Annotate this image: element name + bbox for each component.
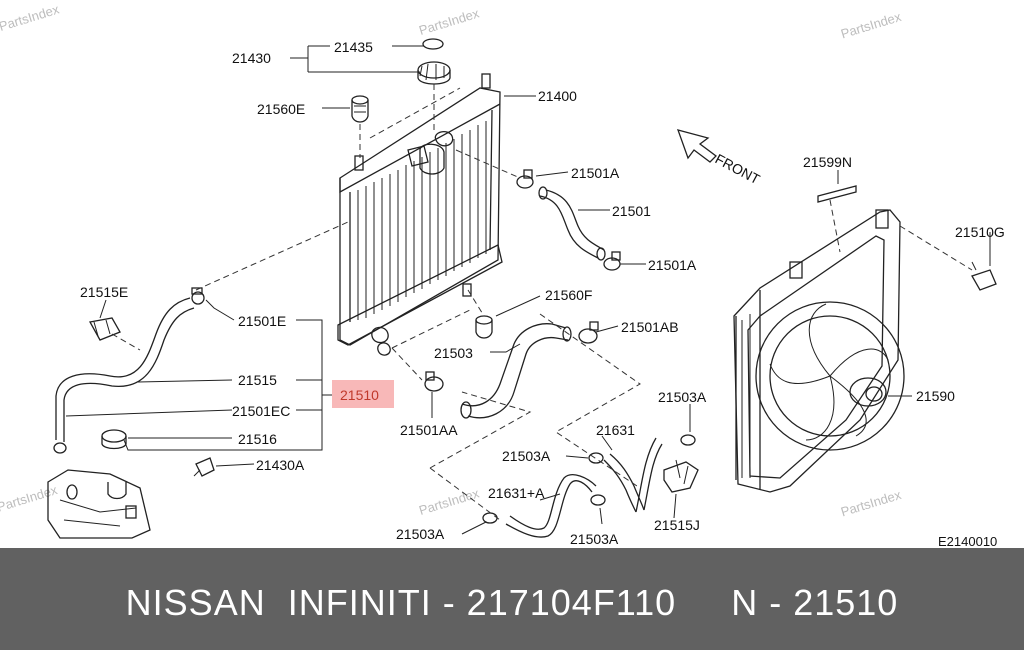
label-21430[interactable]: 21430 bbox=[232, 50, 271, 66]
front-arrow-icon bbox=[676, 129, 717, 163]
hose-clamp-lower-ab bbox=[578, 321, 599, 344]
watermark-top-right: PartsIndex bbox=[839, 9, 903, 42]
label-21599n[interactable]: 21599N bbox=[803, 154, 852, 170]
exploded-parts-diagram: PartsIndex PartsIndex PartsIndex PartsIn… bbox=[0, 1, 1005, 548]
label-21516[interactable]: 21516 bbox=[238, 431, 277, 447]
label-21501[interactable]: 21501 bbox=[612, 203, 651, 219]
label-21515[interactable]: 21515 bbox=[238, 372, 277, 388]
fan-bolt bbox=[971, 261, 997, 291]
label-21501ab[interactable]: 21501AB bbox=[621, 319, 679, 335]
label-21515e[interactable]: 21515E bbox=[80, 284, 128, 300]
label-21503a-right[interactable]: 21503A bbox=[658, 389, 707, 405]
ref-line-box bbox=[429, 313, 641, 521]
label-21501a-top[interactable]: 21501A bbox=[571, 165, 620, 181]
fan-shroud-assembly bbox=[733, 209, 905, 493]
drain-plug-upper bbox=[351, 95, 369, 123]
watermark-top-center: PartsIndex bbox=[417, 5, 481, 38]
reservoir-clamp-bottom bbox=[53, 442, 67, 454]
label-21503a-middle[interactable]: 21503A bbox=[502, 448, 551, 464]
footer-bar: NISSAN INFINITI - 217104F110 N - 21510 bbox=[0, 548, 1024, 650]
label-21435[interactable]: 21435 bbox=[334, 39, 373, 55]
reservoir-clamp-top bbox=[191, 287, 205, 305]
watermark-bottom-center: PartsIndex bbox=[417, 485, 481, 518]
label-21510g[interactable]: 21510G bbox=[955, 224, 1005, 240]
reservoir-bolt bbox=[193, 457, 215, 477]
reservoir-hose bbox=[55, 297, 195, 442]
hose-clamp-upper-b bbox=[603, 251, 621, 271]
front-label: FRONT bbox=[713, 151, 763, 188]
reservoir-tank bbox=[47, 469, 151, 539]
ref-line-lower-hose bbox=[391, 309, 471, 381]
part-title: NISSAN INFINITI - 217104F110 N - 21510 bbox=[125, 582, 899, 623]
label-21430a[interactable]: 21430A bbox=[256, 457, 305, 473]
upper-hose bbox=[538, 186, 606, 261]
label-21631a[interactable]: 21631+A bbox=[488, 485, 545, 501]
drain-plug-lower bbox=[475, 315, 493, 339]
label-21501aa[interactable]: 21501AA bbox=[400, 422, 458, 438]
label-21503a-bottom-center[interactable]: 21503A bbox=[570, 531, 619, 547]
label-21631[interactable]: 21631 bbox=[596, 422, 635, 438]
fan-label-sticker bbox=[817, 185, 857, 203]
ref-line-fan bbox=[829, 199, 973, 271]
label-21501e[interactable]: 21501E bbox=[238, 313, 286, 329]
radiator bbox=[337, 73, 503, 356]
watermark-top-left: PartsIndex bbox=[0, 1, 61, 34]
reservoir-bracket bbox=[88, 317, 121, 341]
label-21503a-bottom-left[interactable]: 21503A bbox=[396, 526, 445, 542]
diagram-code: E2140010 bbox=[938, 534, 997, 548]
ref-line-bracket bbox=[111, 333, 141, 351]
label-21510[interactable]: 21510 bbox=[340, 387, 379, 403]
ref-line-tank-cap bbox=[369, 87, 461, 139]
hose-clamp-upper-a bbox=[516, 169, 534, 189]
label-21560e[interactable]: 21560E bbox=[257, 101, 305, 117]
label-21503[interactable]: 21503 bbox=[434, 345, 473, 361]
hose-bracket-21515j bbox=[663, 459, 699, 493]
watermark-bottom-right: PartsIndex bbox=[839, 487, 903, 520]
ref-line-upper-hose bbox=[455, 149, 521, 179]
watermark-bottom-left: PartsIndex bbox=[0, 482, 59, 515]
label-21560f[interactable]: 21560F bbox=[545, 287, 592, 303]
reservoir-cap bbox=[101, 429, 127, 450]
label-21400[interactable]: 21400 bbox=[538, 88, 577, 104]
label-21501ec[interactable]: 21501EC bbox=[232, 403, 290, 419]
ref-line-lower-plug bbox=[467, 289, 485, 317]
oil-cooler-hose-a bbox=[603, 437, 663, 513]
ref-line-reservoir bbox=[195, 221, 349, 291]
label-21515j[interactable]: 21515J bbox=[654, 517, 700, 533]
label-21590[interactable]: 21590 bbox=[916, 388, 955, 404]
oil-cooler-hose-b bbox=[505, 474, 597, 538]
label-21501a-mid[interactable]: 21501A bbox=[648, 257, 697, 273]
hose-clamp-lower-aa bbox=[424, 371, 444, 392]
highlight-box bbox=[332, 380, 394, 408]
lower-hose bbox=[460, 323, 572, 419]
leader-lines bbox=[65, 45, 991, 535]
